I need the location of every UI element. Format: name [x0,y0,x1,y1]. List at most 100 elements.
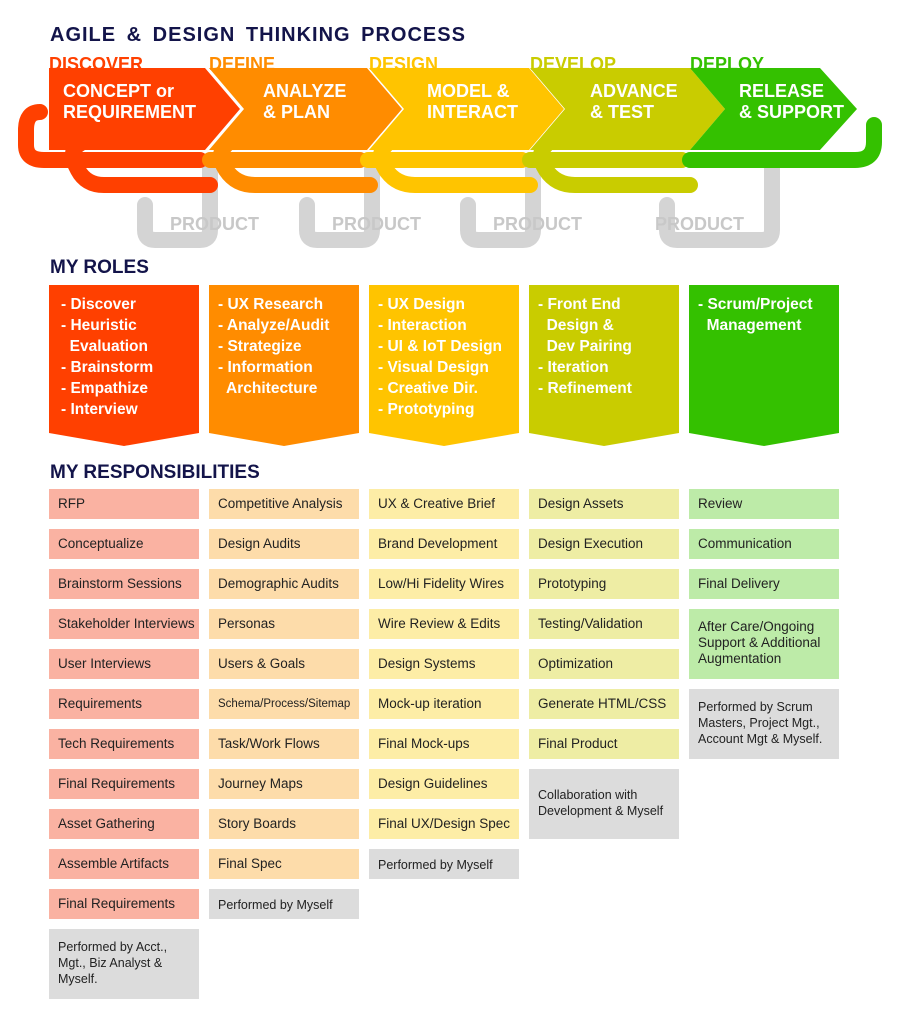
responsibility-item: Assemble Artifacts [49,849,199,879]
role-shape-develop [529,285,679,446]
role-item: - Visual Design [378,359,489,376]
product-loop-2 [299,157,380,248]
responsibilities-deploy: Review Communication Final Delivery Afte… [689,489,839,759]
responsibility-item: Final Spec [209,849,359,879]
product-loop-3 [460,157,541,248]
responsibility-item: Conceptualize [49,529,199,559]
phase-arrows [49,68,857,150]
responsibility-item: Schema/Process/Sitemap [209,689,359,719]
responsibility-item: Competitive Analysis [209,489,359,519]
performed-by-note: Performed by Myself [209,889,359,919]
step-discover-line1: CONCEPT or [63,81,174,101]
product-label-3: PRODUCT [493,214,582,234]
role-item: - Creative Dir. [378,380,478,397]
role-item: - UI & IoT Design [378,338,502,355]
performed-by-note: Performed by Acct., Mgt., Biz Analyst & … [49,929,199,999]
responsibility-item: Asset Gathering [49,809,199,839]
responsibilities-define: Competitive Analysis Design Audits Demog… [209,489,359,919]
role-item: - Strategize [218,338,302,355]
role-item: - Refinement [538,380,632,397]
role-list-discover: - Discover - Heuristic Evaluation - Brai… [61,294,153,420]
responsibility-item: Users & Goals [209,649,359,679]
responsibility-item: Final Requirements [49,769,199,799]
role-item: - Heuristic [61,317,137,334]
role-item: - UX Design [378,296,465,313]
responsibility-item: Final Requirements [49,889,199,919]
responsibility-item: Design Audits [209,529,359,559]
role-list-develop: - Front End Design & Dev Pairing - Itera… [538,294,632,399]
role-item: - Information [218,359,313,376]
responsibility-item: Communication [689,529,839,559]
responsibility-item: Review [689,489,839,519]
step-develop-line1: ADVANCE [590,81,678,101]
responsibility-item: Tech Requirements [49,729,199,759]
responsibility-item: Design Assets [529,489,679,519]
product-loops [137,157,780,248]
responsibility-item: User Interviews [49,649,199,679]
responsibilities-design: UX & Creative Brief Brand Development Lo… [369,489,519,879]
responsibility-item: Stakeholder Interviews [49,609,199,639]
arrow-discover [49,68,240,150]
role-item: Management [698,317,802,334]
diagram-title: AGILE & DESIGN THINKING PROCESS [50,24,466,46]
product-loop-1 [137,157,218,248]
step-design-line1: MODEL & [427,81,510,101]
responsibility-item: Story Boards [209,809,359,839]
step-define-line2: & PLAN [263,102,330,122]
step-design-line2: INTERACT [427,102,518,122]
role-item: Dev Pairing [538,338,632,355]
role-shape-design [369,285,519,446]
role-item: - Prototyping [378,401,475,418]
role-item: - Brainstorm [61,359,154,376]
responsibility-item: Mock-up iteration [369,689,519,719]
responsibility-item: Low/Hi Fidelity Wires [369,569,519,599]
process-diagram: PRODUCT PRODUCT PRODUCT PRODUCT DISCOVER… [18,54,882,248]
product-label-4: PRODUCT [655,214,744,234]
responsibility-item: Wire Review & Edits [369,609,519,639]
arrow-deploy [690,68,857,150]
performed-by-note: Collaboration with Development & Myself [529,769,679,839]
responsibility-item: After Care/Ongoing Support & Additional … [689,609,839,679]
responsibility-item: Design Execution [529,529,679,559]
responsibility-item: Brainstorm Sessions [49,569,199,599]
responsibility-item: Design Guidelines [369,769,519,799]
responsibility-item: Final UX/Design Spec [369,809,519,839]
role-shape-discover [49,285,199,446]
role-item: Evaluation [61,338,148,355]
performed-by-note: Performed by Myself [369,849,519,879]
role-item: - UX Research [218,296,324,313]
responsibility-item: Task/Work Flows [209,729,359,759]
role-item: Design & [538,317,614,334]
role-item: Architecture [218,380,318,397]
role-item: - Empathize [61,380,148,397]
responsibilities-heading: MY RESPONSIBILITIES [50,462,260,483]
product-labels: PRODUCT PRODUCT PRODUCT PRODUCT [170,214,744,234]
responsibility-item: Design Systems [369,649,519,679]
responsibility-item: Personas [209,609,359,639]
responsibility-item: Final Product [529,729,679,759]
role-item: - Discover [61,296,136,313]
role-shape-define [209,285,359,446]
responsibility-item: Prototyping [529,569,679,599]
loop-discover [18,104,208,168]
loop-deploy [682,117,882,168]
responsibility-item: Brand Development [369,529,519,559]
step-deploy-line1: RELEASE [739,81,824,101]
responsibility-item: Optimization [529,649,679,679]
role-item: - Analyze/Audit [218,317,330,334]
arrow-design [369,68,564,150]
role-list-deploy: - Scrum/Project Management [698,294,813,336]
arrow-define [209,68,402,150]
roles-heading: MY ROLES [50,257,149,278]
role-list-design: - UX Design - Interaction - UI & IoT Des… [378,294,502,420]
arrow-develop [530,68,725,150]
responsibilities-develop: Design Assets Design Execution Prototypi… [529,489,679,839]
step-develop-line2: & TEST [590,102,654,122]
performed-by-note: Performed by Scrum Masters, Project Mgt.… [689,689,839,759]
responsibility-item: Requirements [49,689,199,719]
responsibility-item: Generate HTML/CSS [529,689,679,719]
role-item: - Interview [61,401,138,418]
responsibility-item: Final Mock-ups [369,729,519,759]
step-deploy-line2: & SUPPORT [739,102,844,122]
role-list-define: - UX Research - Analyze/Audit - Strategi… [218,294,329,399]
